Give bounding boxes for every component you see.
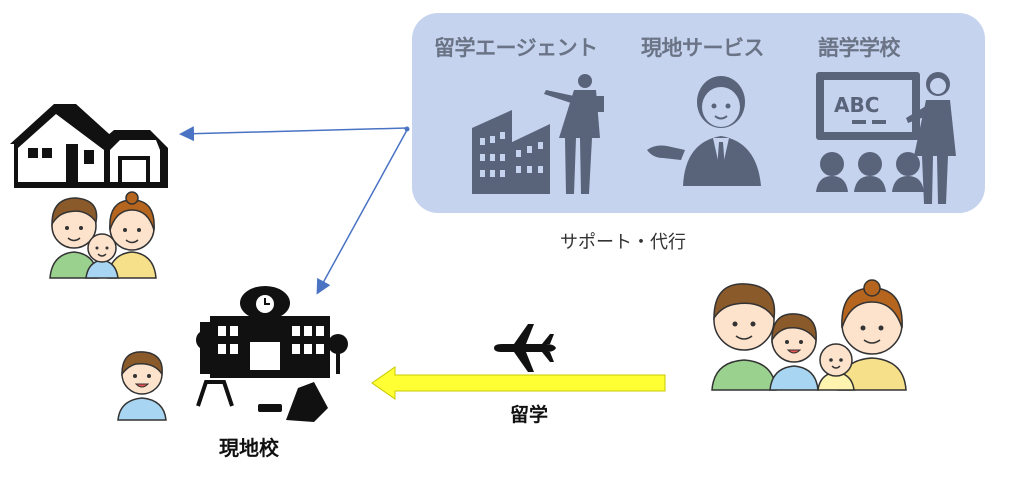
support-caption: サポート・代行 xyxy=(560,232,686,253)
businesswoman-buildings-icon xyxy=(472,74,604,194)
agent-title: 留学エージェント xyxy=(434,36,598,60)
house-icon xyxy=(10,104,168,188)
study-abroad-label: 留学 xyxy=(510,404,549,426)
service-staff-icon xyxy=(647,76,761,186)
study-abroad-arrow xyxy=(371,366,666,400)
connector-to-home xyxy=(179,126,408,142)
board-text: ABC xyxy=(834,93,879,117)
connector-origin xyxy=(404,126,410,132)
connector-to-school xyxy=(316,129,408,295)
local-school-label: 現地校 xyxy=(219,436,279,460)
language-school-title: 語学学校 xyxy=(818,36,901,60)
family-group-icon xyxy=(711,279,907,391)
family-icon xyxy=(49,191,157,279)
school-building-icon xyxy=(196,286,348,422)
language-teacher-icon: ABC xyxy=(816,72,956,204)
local-service-title: 現地サービス xyxy=(641,36,765,60)
child-icon xyxy=(117,351,167,421)
airplane-icon xyxy=(494,324,556,372)
